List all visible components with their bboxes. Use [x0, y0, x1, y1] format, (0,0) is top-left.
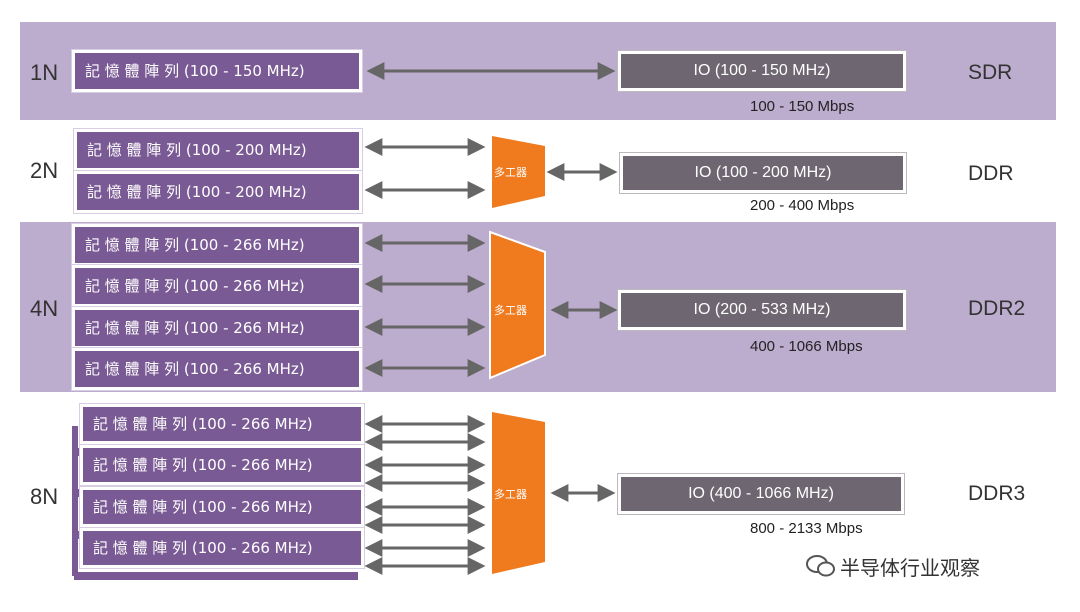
memory-array-8n-3: 記 憶 體 陣 列 (100 - 266 MHz) [80, 487, 364, 527]
stack-edge [72, 426, 78, 576]
io-box-4n: IO (200 - 533 MHz) [618, 290, 906, 330]
mux-2n-label: 多工器 [494, 166, 527, 179]
mux-4n-label: 多工器 [494, 304, 527, 317]
mux-8n-label: 多工器 [494, 488, 527, 501]
rate-4n: 400 - 1066 Mbps [750, 338, 863, 355]
memory-array-4n-3: 記 憶 體 陣 列 (100 - 266 MHz) [72, 307, 362, 349]
io-box-8n: IO (400 - 1066 MHz) [618, 474, 904, 514]
mux-4n-shape [489, 230, 546, 380]
rate-1n: 100 - 150 Mbps [750, 98, 855, 115]
memory-array-2n-1: 記 憶 體 陣 列 (100 - 200 MHz) [74, 129, 362, 171]
memory-array-8n-1: 記 憶 體 陣 列 (100 - 266 MHz) [80, 404, 364, 444]
rate-8n: 800 - 2133 Mbps [750, 520, 863, 537]
mux-8n-shape [492, 412, 545, 574]
memory-array-8n-4: 記 憶 體 陣 列 (100 - 266 MHz) [80, 528, 364, 568]
type-sdr: SDR [968, 61, 1013, 84]
memory-array-4n-4: 記 憶 體 陣 列 (100 - 266 MHz) [72, 348, 362, 390]
io-box-2n: IO (100 - 200 MHz) [620, 153, 906, 193]
type-ddr: DDR [968, 162, 1014, 185]
label-8n: 8N [30, 484, 59, 509]
mux-2n-shape [492, 136, 545, 208]
wechat-icon [806, 555, 835, 577]
type-ddr3: DDR3 [968, 482, 1026, 505]
io-box-1n: IO (100 - 150 MHz) [618, 51, 906, 91]
memory-array-4n-2: 記 憶 體 陣 列 (100 - 266 MHz) [72, 265, 362, 307]
type-ddr2: DDR2 [968, 297, 1026, 320]
memory-array-2n-2: 記 憶 體 陣 列 (100 - 200 MHz) [74, 171, 362, 213]
memory-array-1n: 記 憶 體 陣 列 (100 - 150 MHz) [72, 50, 362, 92]
label-1n: 1N [30, 60, 59, 85]
memory-array-8n-back-4 [72, 570, 360, 582]
memory-array-4n-1: 記 憶 體 陣 列 (100 - 266 MHz) [72, 224, 362, 266]
memory-array-8n-2: 記 憶 體 陣 列 (100 - 266 MHz) [80, 445, 364, 485]
rate-2n: 200 - 400 Mbps [750, 197, 855, 214]
watermark-text: 半导体行业观察 [840, 556, 980, 580]
label-4n: 4N [30, 296, 59, 321]
label-2n: 2N [30, 158, 59, 183]
